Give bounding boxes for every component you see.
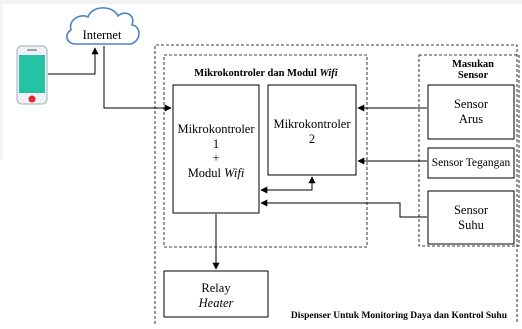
sensor-suhu-label-line1: Sensor xyxy=(454,203,489,217)
page-left-edge xyxy=(0,0,3,160)
page-top-edge xyxy=(0,0,522,4)
sensor-group-title-line2: Sensor xyxy=(458,70,489,81)
internet-to-mcu1-arrow xyxy=(103,46,172,112)
mcu1-block xyxy=(172,84,260,214)
mcu1-label-line4: Modul Wifi xyxy=(188,166,245,180)
phone-to-internet-arrow xyxy=(48,47,99,75)
sensor-tegangan-label: Sensor Tegangan xyxy=(432,157,511,169)
sensor-suhu-to-mcu1-arrow xyxy=(260,199,427,218)
mcu2-label-line1: Mikrokontroler xyxy=(273,117,351,131)
sensor-arus-block xyxy=(427,84,515,140)
relay-label-line1: Relay xyxy=(201,281,231,295)
mcu1-label-line3: + xyxy=(212,151,219,165)
smartphone-icon xyxy=(16,45,48,105)
mcu2-block xyxy=(267,84,357,176)
mcu2-label-line2: 2 xyxy=(309,132,315,146)
mcu-group-boundary xyxy=(163,54,368,248)
mcu1-label-line2: 1 xyxy=(213,137,219,151)
mcu-group-title: Mikrokontroler dan Modul Wifi xyxy=(194,68,338,79)
sensor-suhu-block xyxy=(427,190,515,245)
sensor-arus-label-line2: Arus xyxy=(459,112,483,126)
cloud-icon xyxy=(66,7,140,45)
sensor-tegangan-block xyxy=(427,147,515,179)
mcu1-label-line1: Mikrokontroler xyxy=(177,122,255,136)
relay-block xyxy=(163,270,269,318)
cloud-label: Internet xyxy=(83,28,122,42)
sensor-suhu-label-line2: Suhu xyxy=(458,218,484,232)
relay-label-line2: Heater xyxy=(198,296,234,310)
sensor-group-boundary xyxy=(418,54,520,247)
sensor-group-title-line1: Masukan xyxy=(452,59,494,70)
dispenser-caption: Dispenser Untuk Monitoring Daya dan Kont… xyxy=(291,311,508,321)
sensor-arus-label-line1: Sensor xyxy=(454,97,489,111)
mcu1-mcu2-link-arrow xyxy=(260,176,316,194)
dispenser-boundary xyxy=(154,44,518,324)
